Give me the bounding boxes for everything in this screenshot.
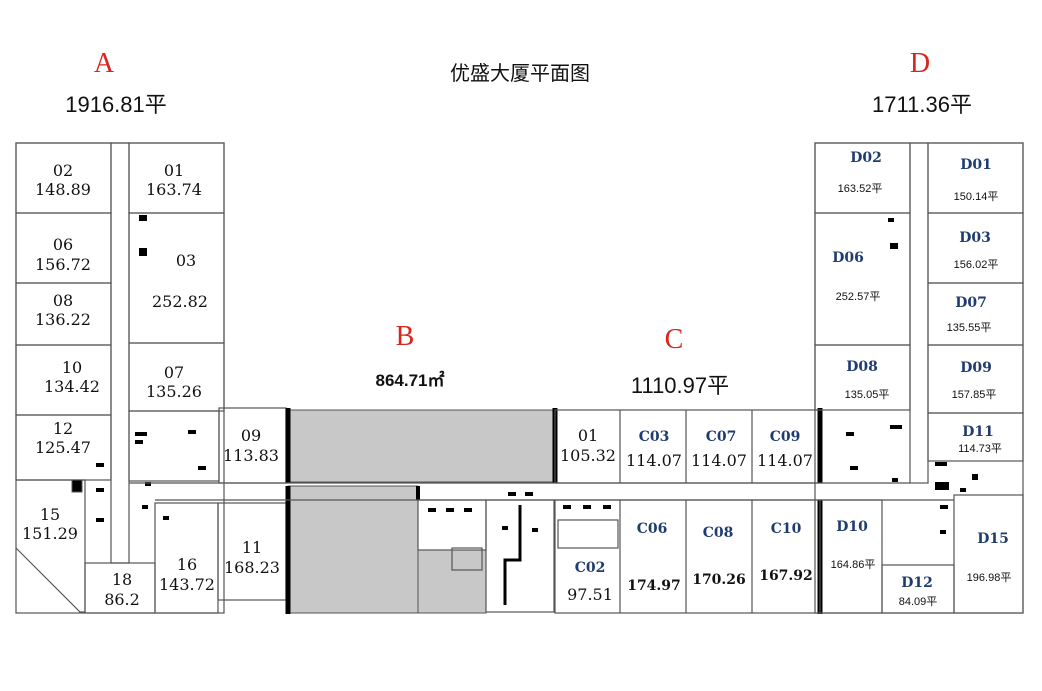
unit-d11-area: 114.73平	[958, 443, 1002, 455]
unit-a15-area: 151.29	[22, 524, 78, 543]
section-a-area: 1916.81平	[65, 92, 167, 117]
room-d03	[927, 212, 1024, 284]
unit-d15-id: D15	[977, 531, 1009, 547]
unit-c07-id: C07	[706, 429, 737, 445]
unit-c10-id: C10	[771, 521, 802, 537]
unit-a11-id: 11	[242, 538, 262, 557]
restroom-b	[451, 547, 483, 571]
room-a15	[15, 479, 86, 613]
unit-c09-area: 114.07	[757, 451, 813, 470]
unit-c02-id: C02	[575, 560, 606, 576]
unit-a08-area: 136.22	[35, 310, 91, 329]
corridor-d	[909, 142, 929, 484]
unit-c06-id: C06	[637, 521, 668, 537]
room-d07	[927, 282, 1024, 346]
unit-d11-id: D11	[962, 424, 994, 440]
room-d10	[819, 499, 883, 614]
unit-a06-id: 06	[53, 235, 73, 254]
unit-d10-id: D10	[836, 519, 868, 535]
unit-d07-id: D07	[955, 295, 987, 311]
unit-d12-area: 84.09平	[899, 596, 938, 608]
unit-a16-area: 143.72	[159, 575, 215, 594]
unit-a12-area: 125.47	[35, 438, 91, 457]
unit-d08-area: 135.05平	[845, 389, 890, 401]
unit-a09-id: 09	[241, 426, 261, 445]
unit-c02-area: 97.51	[567, 585, 613, 604]
unit-c01-id: 01	[578, 426, 598, 445]
unit-d09-area: 157.85平	[952, 389, 997, 401]
section-b-letter: B	[396, 321, 415, 352]
unit-a02-id: 02	[53, 161, 73, 180]
plan-title: 优盛大厦平面图	[450, 61, 590, 85]
unit-c08-id: C08	[703, 525, 734, 541]
core-c	[557, 519, 619, 549]
unit-c03-id: C03	[639, 429, 670, 445]
unit-a01-area: 163.74	[146, 180, 202, 199]
unit-d02-area: 163.52平	[838, 183, 883, 195]
unit-d15-area: 196.98平	[967, 572, 1012, 584]
unit-a03-id: 03	[176, 251, 196, 270]
unit-a10-id: 10	[62, 358, 82, 377]
room-d06	[814, 212, 911, 346]
unit-d06-id: D06	[832, 250, 864, 266]
unit-d03-area: 156.02平	[954, 259, 999, 271]
unit-a11-area: 168.23	[224, 558, 280, 577]
core-a	[128, 410, 220, 482]
section-b-north	[287, 409, 556, 483]
section-b-area: 864.71㎡	[376, 370, 445, 390]
unit-a03-area: 252.82	[152, 292, 208, 311]
unit-d07-area: 135.55平	[947, 322, 992, 334]
section-b	[285, 408, 558, 614]
unit-d09-id: D09	[960, 360, 992, 376]
unit-a10-area: 134.42	[44, 377, 100, 396]
unit-a12-id: 12	[53, 419, 73, 438]
unit-a18-area: 86.2	[104, 590, 140, 609]
section-b-south-west	[287, 485, 419, 614]
unit-d08-id: D08	[846, 359, 878, 375]
room-d09	[927, 344, 1024, 414]
unit-a08-id: 08	[53, 291, 73, 310]
unit-a18-id: 18	[112, 570, 132, 589]
unit-c06-area: 174.97	[627, 578, 681, 594]
unit-c03-area: 114.07	[626, 451, 682, 470]
unit-d02-id: D02	[850, 150, 882, 166]
unit-a07-area: 135.26	[146, 382, 202, 401]
unit-a07-id: 07	[164, 363, 184, 382]
unit-d12-id: D12	[901, 575, 933, 591]
section-c-area: 1110.97平	[631, 373, 729, 398]
unit-a15-id: 15	[40, 505, 60, 524]
section-d-area: 1711.36平	[872, 92, 972, 117]
room-a03	[128, 212, 225, 344]
unit-a09-area: 113.83	[223, 446, 279, 465]
section-c-letter: C	[665, 324, 684, 355]
unit-c10-area: 167.92	[759, 568, 813, 584]
section-d-letter: D	[910, 48, 930, 79]
unit-c09-id: C09	[770, 429, 801, 445]
core-b	[417, 499, 487, 551]
unit-a02-area: 148.89	[35, 180, 91, 199]
unit-c07-area: 114.07	[691, 451, 747, 470]
unit-a16-id: 16	[177, 555, 197, 574]
unit-d06-area: 252.57平	[836, 291, 881, 303]
unit-d01-area: 150.14平	[954, 191, 999, 203]
unit-d10-area: 164.86平	[831, 559, 876, 571]
wing-a	[15, 142, 287, 614]
unit-d01-id: D01	[960, 157, 992, 173]
unit-c01-area: 105.32	[560, 446, 616, 465]
unit-a06-area: 156.72	[35, 255, 91, 274]
room-d11	[927, 412, 1024, 462]
section-a-letter: A	[94, 48, 115, 79]
corridor-a	[110, 142, 130, 564]
unit-d03-id: D03	[959, 230, 991, 246]
unit-a01-id: 01	[164, 161, 184, 180]
room-d15	[953, 494, 1024, 614]
unit-c08-area: 170.26	[692, 572, 746, 588]
